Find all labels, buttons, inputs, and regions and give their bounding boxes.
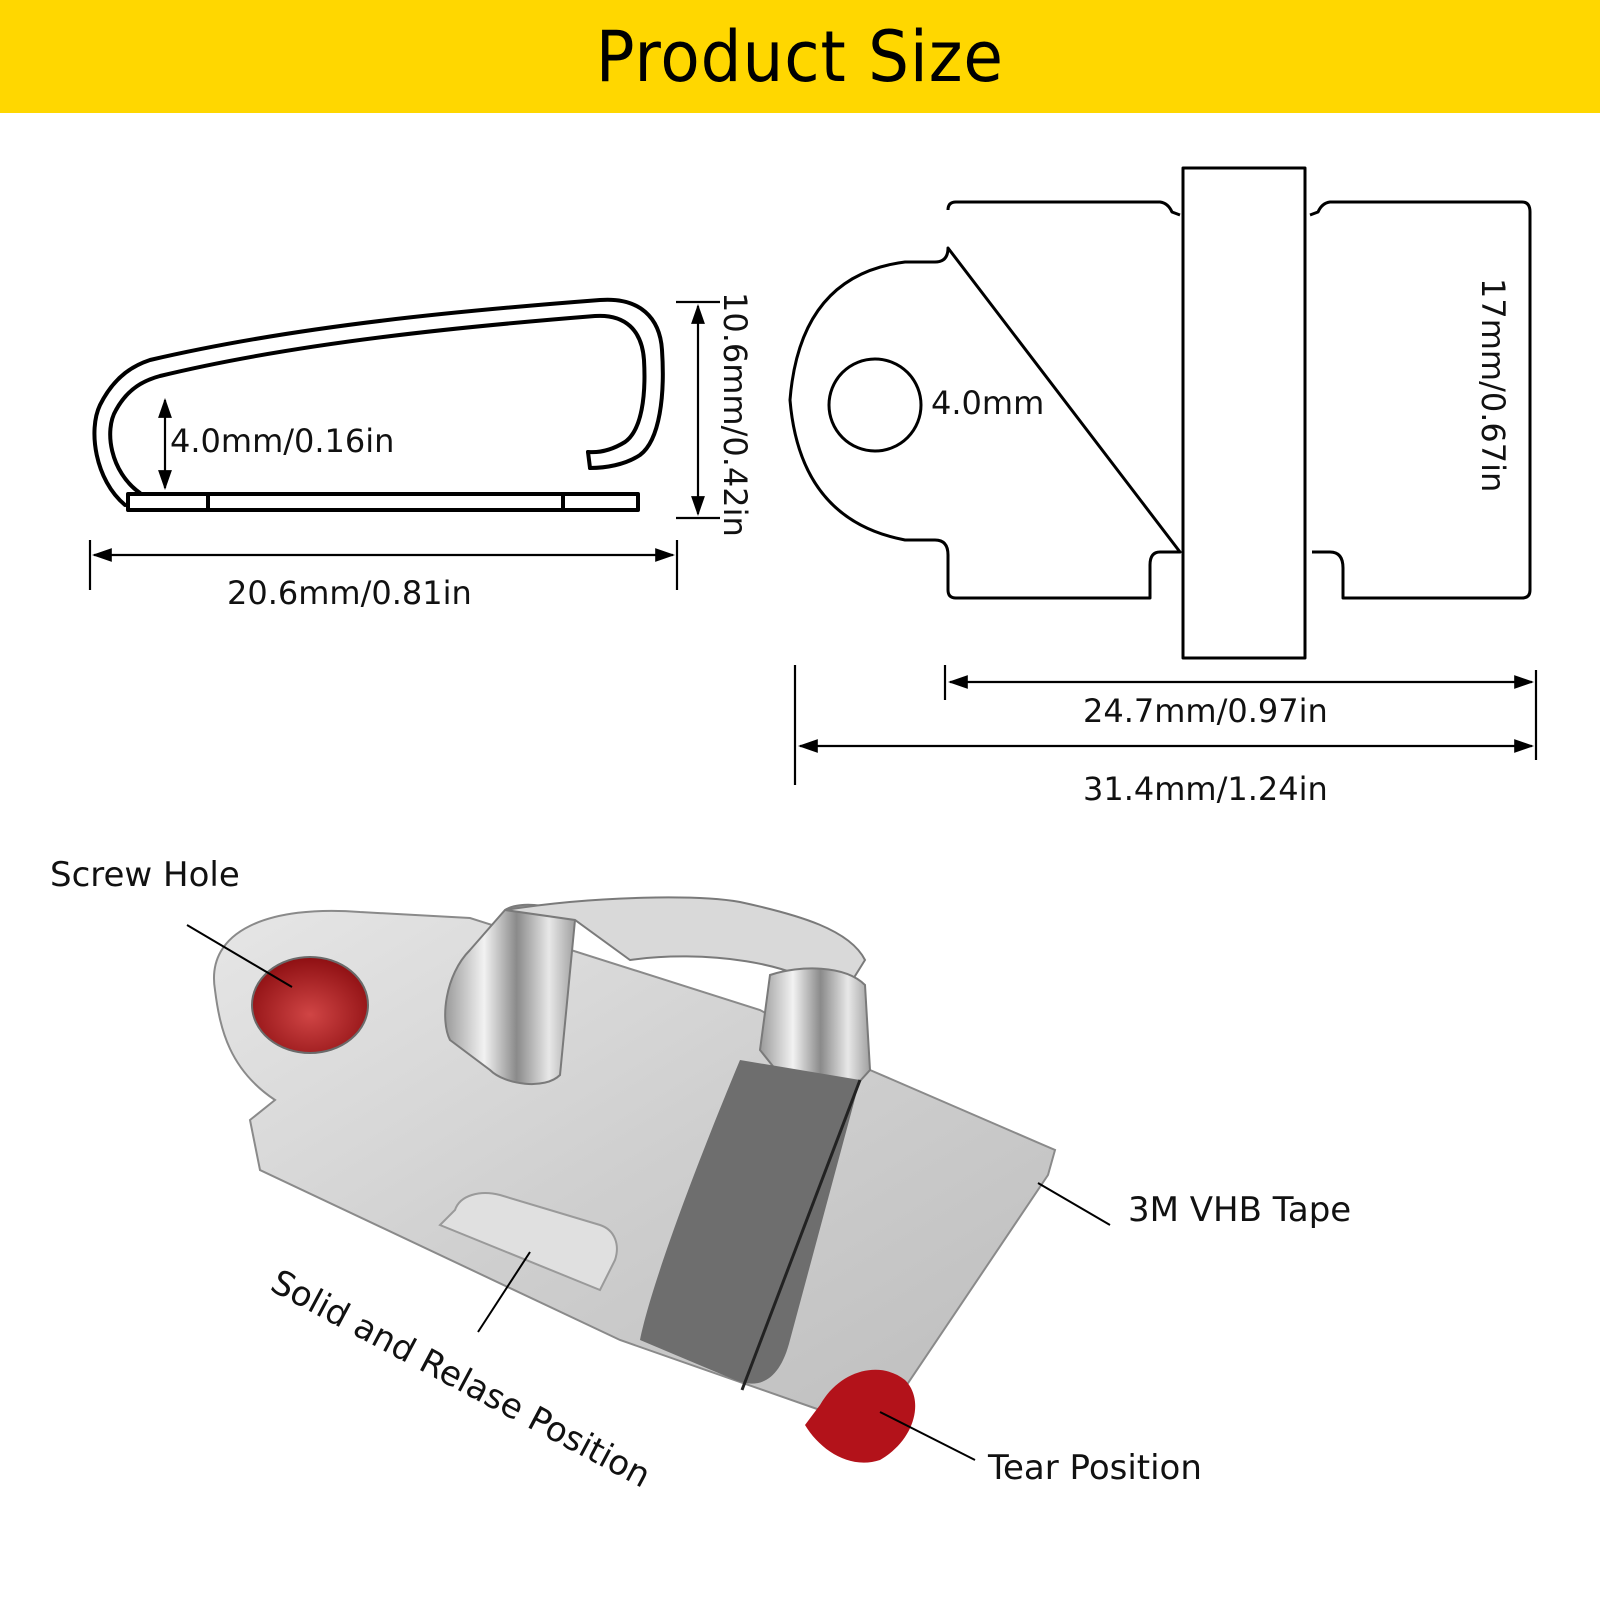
length-label: 20.6mm/0.81in <box>227 574 472 612</box>
inner-gap-label: 4.0mm/0.16in <box>170 422 395 460</box>
screw-hole-callout: Screw Hole <box>50 855 240 895</box>
top-view-drawing <box>788 166 1532 660</box>
tear-position-callout: Tear Position <box>988 1448 1202 1488</box>
hole-diameter-label: 4.0mm <box>931 384 1045 422</box>
body-length-label: 24.7mm/0.97in <box>1083 692 1328 730</box>
height-label: 10.6mm/0.42in <box>716 292 754 537</box>
side-view-drawing <box>92 297 665 512</box>
page-title: Product Size <box>595 15 1005 98</box>
total-length-label: 31.4mm/1.24in <box>1083 770 1328 808</box>
width-label: 17mm/0.67in <box>1474 278 1512 493</box>
vhb-tape-callout: 3M VHB Tape <box>1128 1190 1352 1230</box>
side-view-dimensions <box>88 300 720 590</box>
top-view-dimensions <box>793 665 1538 785</box>
callout-leaders <box>186 924 1111 1461</box>
clip-photo <box>212 896 1057 1463</box>
header-banner: Product Size <box>0 0 1600 113</box>
